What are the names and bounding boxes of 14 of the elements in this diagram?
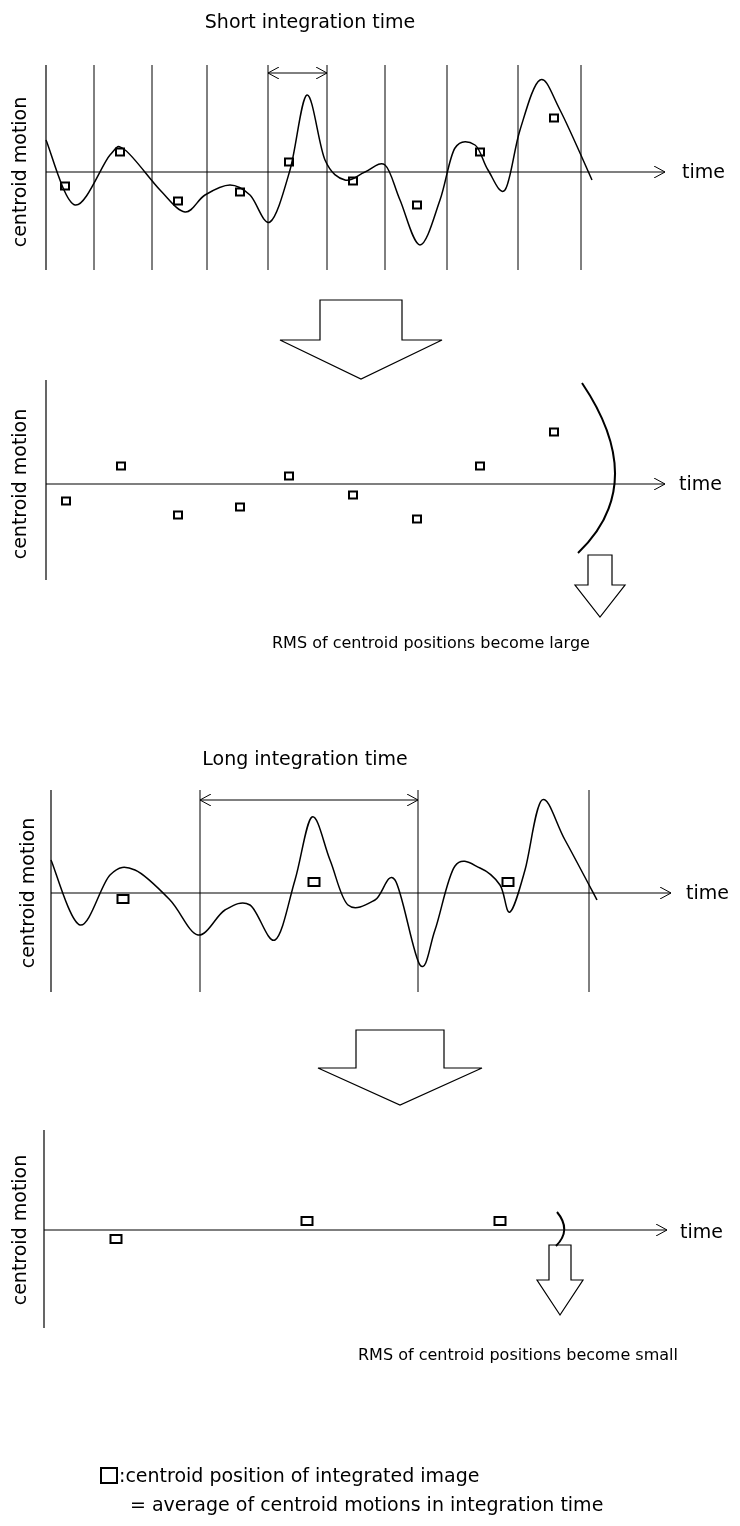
axis-label: centroid motion bbox=[9, 96, 31, 248]
panel-title: Long integration time bbox=[202, 748, 408, 770]
legend-text: :centroid position of integrated image bbox=[119, 1465, 480, 1487]
axis-label: time bbox=[680, 1221, 723, 1243]
note: RMS of centroid positions become small bbox=[358, 1345, 678, 1365]
panel-title: Short integration time bbox=[204, 11, 416, 33]
axis-label: time bbox=[679, 473, 722, 495]
axis-label: centroid motion bbox=[17, 817, 39, 969]
note: RMS of centroid positions become large bbox=[272, 633, 590, 653]
axis-label: time bbox=[686, 882, 729, 904]
axis-label: time bbox=[682, 161, 725, 183]
axis-label: centroid motion bbox=[9, 408, 31, 560]
legend-text: = average of centroid motions in integration time bbox=[130, 1494, 604, 1516]
axis-label: centroid motion bbox=[9, 1154, 31, 1306]
